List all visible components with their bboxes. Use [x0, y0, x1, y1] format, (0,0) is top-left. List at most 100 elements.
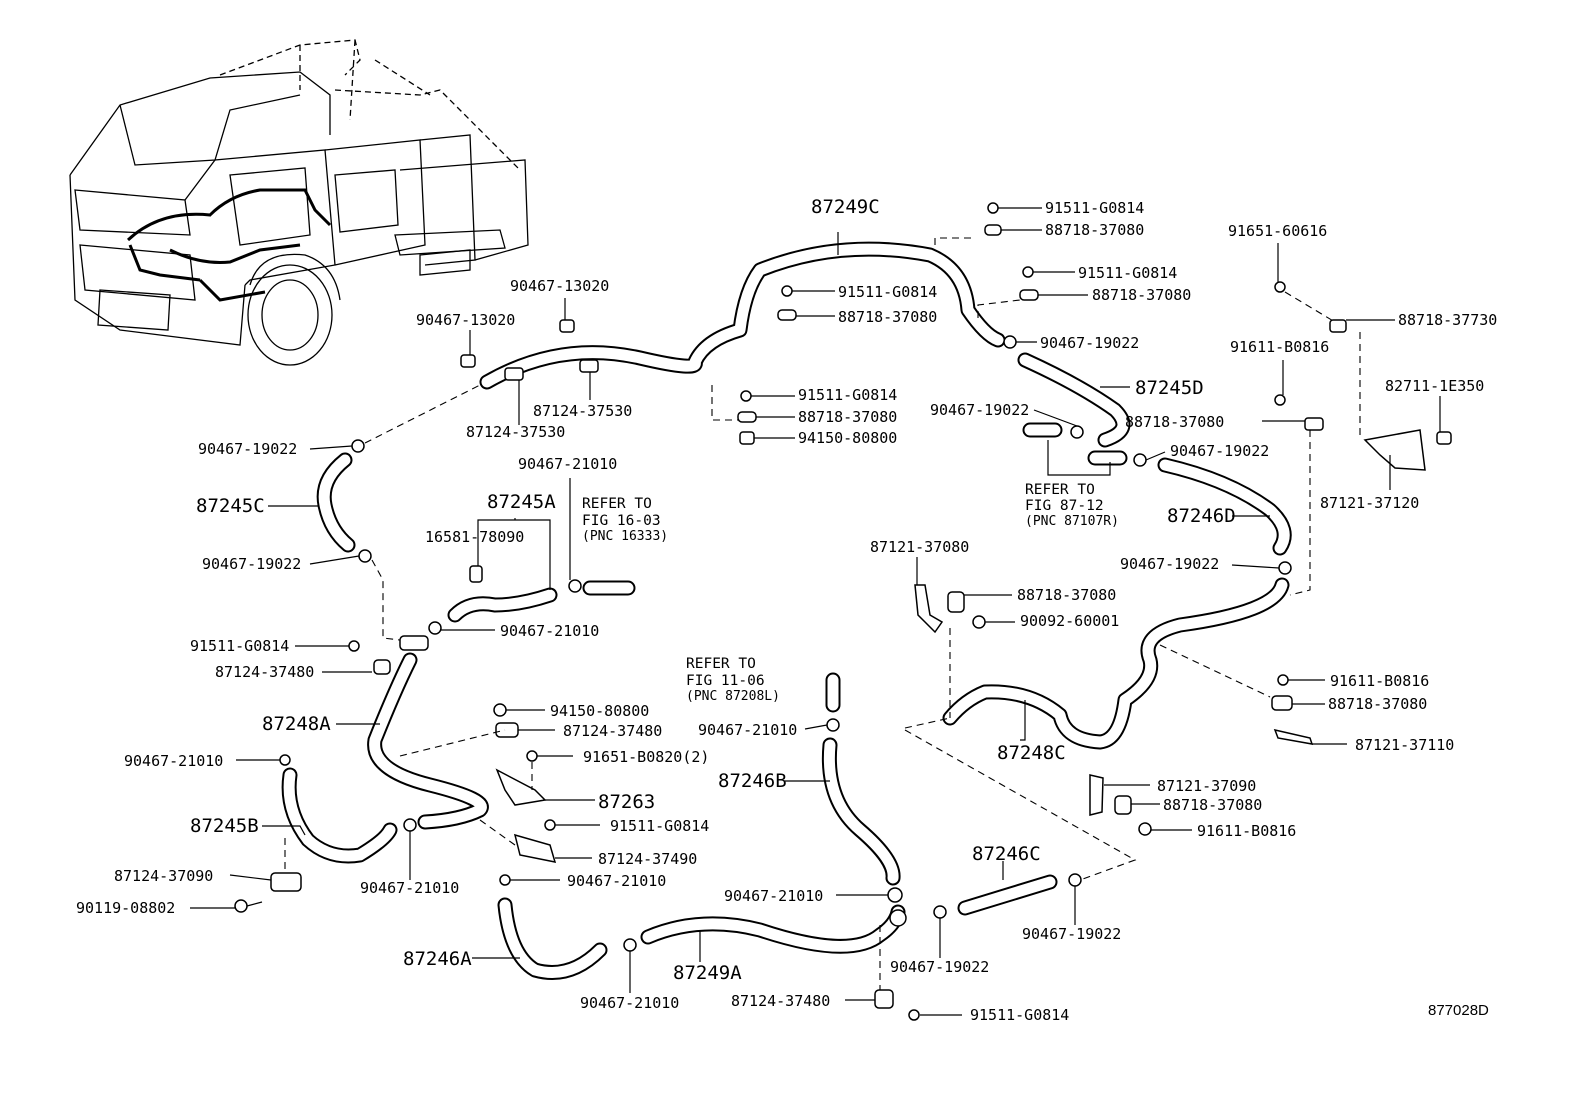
label-87263: 87263	[598, 791, 655, 813]
svg-text:(PNC 16333): (PNC 16333)	[582, 529, 668, 544]
label-90467-19022: 90467-19022	[930, 401, 1029, 419]
label-87249C: 87249C	[811, 196, 880, 218]
hose-87248C	[942, 577, 1290, 750]
label-88718-37080: 88718-37080	[838, 308, 937, 326]
label-87246A: 87246A	[403, 948, 472, 970]
label-87124-37480: 87124-37480	[731, 992, 830, 1010]
label-94150-80800: 94150-80800	[798, 429, 897, 447]
label-87246B: 87246B	[718, 770, 787, 792]
svg-text:(PNC 87208L): (PNC 87208L)	[686, 689, 780, 704]
label-90467-21010: 90467-21010	[500, 622, 599, 640]
hose-87245B	[281, 767, 398, 864]
hose-87248A	[367, 652, 489, 830]
label-87121-37110: 87121-37110	[1355, 736, 1454, 754]
label-91611-B0816: 91611-B0816	[1330, 672, 1429, 690]
label-87121-37090: 87121-37090	[1157, 777, 1256, 795]
truck-illustration	[69, 39, 529, 366]
label-87248A: 87248A	[262, 713, 331, 735]
label-87246D: 87246D	[1167, 505, 1236, 527]
label-88718-37730: 88718-37730	[1398, 311, 1497, 329]
label-90467-21010: 90467-21010	[518, 455, 617, 473]
hose-87245D	[1017, 352, 1131, 448]
reference-note-fig-16-03: REFER TO FIG 16-03 (PNC 16333)	[582, 496, 668, 544]
label-91651-B0820-2: 91651-B0820(2)	[583, 748, 709, 766]
label-87248C: 87248C	[997, 742, 1066, 764]
label-87124-37490: 87124-37490	[598, 850, 697, 868]
label-90467-21010: 90467-21010	[724, 887, 823, 905]
label-82711-1E350: 82711-1E350	[1385, 377, 1484, 395]
label-94150-80800: 94150-80800	[550, 702, 649, 720]
label-90467-13020: 90467-13020	[416, 311, 515, 329]
label-88718-37080: 88718-37080	[1045, 221, 1144, 239]
svg-text:FIG 16-03: FIG 16-03	[582, 513, 661, 529]
label-87124-37530: 87124-37530	[533, 402, 632, 420]
label-90467-19022: 90467-19022	[202, 555, 301, 573]
label-91511-G0814: 91511-G0814	[190, 637, 289, 655]
label-87124-37480: 87124-37480	[215, 663, 314, 681]
label-88718-37080: 88718-37080	[1328, 695, 1427, 713]
label-90467-19022: 90467-19022	[198, 440, 297, 458]
label-87249A: 87249A	[673, 962, 742, 984]
label-91511-G0814: 91511-G0814	[1045, 199, 1144, 217]
label-91611-B0816: 91611-B0816	[1197, 822, 1296, 840]
hose-87246D	[1157, 457, 1292, 556]
hose-87249A	[640, 904, 906, 954]
label-87124-37480: 87124-37480	[563, 722, 662, 740]
svg-text:(PNC 87107R): (PNC 87107R)	[1025, 514, 1119, 529]
label-90467-19022: 90467-19022	[1040, 334, 1139, 352]
label-90467-21010: 90467-21010	[124, 752, 223, 770]
label-90467-19022: 90467-19022	[890, 958, 989, 976]
label-87245C: 87245C	[196, 495, 265, 517]
label-90467-21010: 90467-21010	[567, 872, 666, 890]
label-87124-37090: 87124-37090	[114, 867, 213, 885]
label-87245D: 87245D	[1135, 377, 1204, 399]
label-87245A: 87245A	[487, 491, 556, 513]
label-88718-37080: 88718-37080	[798, 408, 897, 426]
label-91511-G0814: 91511-G0814	[838, 283, 937, 301]
hose-87246A	[497, 897, 608, 980]
label-90092-60001: 90092-60001	[1020, 612, 1119, 630]
label-90119-08802: 90119-08802	[76, 899, 175, 917]
label-91511-G0814: 91511-G0814	[610, 817, 709, 835]
label-90467-19022: 90467-19022	[1170, 442, 1269, 460]
label-88718-37080: 88718-37080	[1092, 286, 1191, 304]
hose-87246B	[821, 737, 901, 886]
label-91651-60616: 91651-60616	[1228, 222, 1327, 240]
reference-note-fig-87-12: REFER TO FIG 87-12 (PNC 87107R)	[1025, 482, 1119, 529]
small-parts	[234, 202, 1452, 1021]
svg-text:REFER TO: REFER TO	[686, 656, 756, 672]
svg-text:FIG 11-06: FIG 11-06	[686, 673, 765, 689]
svg-text:REFER TO: REFER TO	[1025, 482, 1095, 498]
label-88718-37080: 88718-37080	[1163, 796, 1262, 814]
label-87121-37120: 87121-37120	[1320, 494, 1419, 512]
label-90467-13020: 90467-13020	[510, 277, 609, 295]
refer-pipe-87107R	[1022, 422, 1128, 466]
label-87246C: 87246C	[972, 843, 1041, 865]
leader-lines	[190, 207, 1441, 1016]
reference-note-fig-11-06: REFER TO FIG 11-06 (PNC 87208L)	[686, 656, 780, 704]
hose-87249C	[479, 241, 1006, 390]
svg-text:FIG 87-12: FIG 87-12	[1025, 498, 1104, 514]
label-90467-19022: 90467-19022	[1120, 555, 1219, 573]
callout-labels: 87249C 91511-G0814 88718-37080 91511-G08…	[76, 196, 1497, 1024]
label-87121-37080: 87121-37080	[870, 538, 969, 556]
label-91511-G0814: 91511-G0814	[1078, 264, 1177, 282]
label-87124-37530: 87124-37530	[466, 423, 565, 441]
hose-87245A	[447, 587, 558, 623]
svg-text:REFER TO: REFER TO	[582, 496, 652, 512]
label-91511-G0814: 91511-G0814	[798, 386, 897, 404]
label-90467-19022: 90467-19022	[1022, 925, 1121, 943]
dashed-guides	[284, 237, 1361, 990]
label-88718-37080: 88718-37080	[1017, 586, 1116, 604]
label-91611-B0816: 91611-B0816	[1230, 338, 1329, 356]
label-90467-21010: 90467-21010	[698, 721, 797, 739]
label-90467-21010: 90467-21010	[360, 879, 459, 897]
label-87245B: 87245B	[190, 815, 259, 837]
label-90467-21010: 90467-21010	[580, 994, 679, 1012]
label-16581-78090: 16581-78090	[425, 528, 524, 546]
label-88718-37080: 88718-37080	[1125, 413, 1224, 431]
diagram-code: 877028D	[1428, 1002, 1489, 1019]
hose-87245C	[316, 452, 356, 553]
hose-87246C	[957, 874, 1058, 916]
